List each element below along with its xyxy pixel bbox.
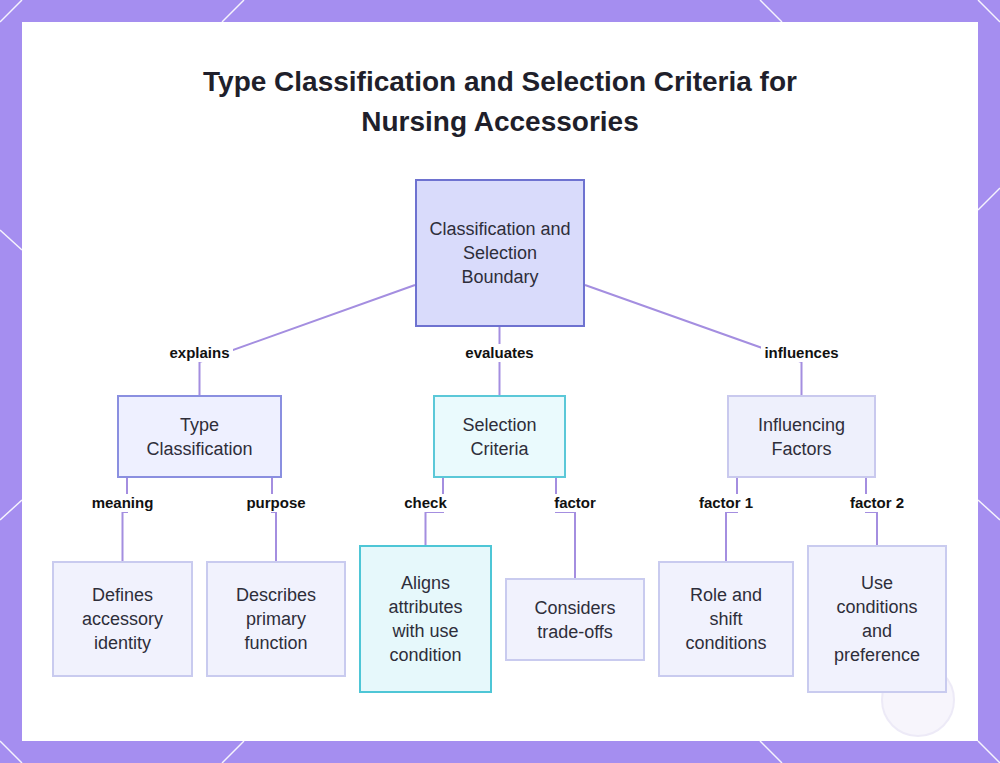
node-text: Considers trade-offs bbox=[519, 596, 631, 644]
connector-line bbox=[272, 478, 276, 561]
edge-label: influences bbox=[761, 344, 841, 362]
concept-box: Role and shift conditions bbox=[658, 561, 794, 677]
connector-line bbox=[200, 285, 416, 395]
concept-box: Type Classification bbox=[117, 395, 282, 478]
edge-label: explains bbox=[166, 344, 232, 362]
edge-label: meaning bbox=[89, 494, 157, 512]
node-text: Role and shift conditions bbox=[672, 583, 780, 655]
connector-line bbox=[726, 478, 737, 561]
concept-box: Considers trade-offs bbox=[505, 578, 645, 661]
edge-label: factor 1 bbox=[696, 494, 756, 512]
edge-label: evaluates bbox=[462, 344, 536, 362]
connector-line bbox=[123, 478, 128, 561]
node-text: Classification and Selection Boundary bbox=[429, 217, 571, 289]
concept-box: Describes primary function bbox=[206, 561, 346, 677]
node-text: Aligns attributes with use condition bbox=[373, 571, 478, 667]
edge-label: check bbox=[401, 494, 450, 512]
concept-box: Selection Criteria bbox=[433, 395, 566, 478]
concept-box: Defines accessory identity bbox=[52, 561, 193, 677]
node-text: Describes primary function bbox=[220, 583, 332, 655]
concept-box: Influencing Factors bbox=[727, 395, 876, 478]
node-text: Use conditions and preference bbox=[821, 571, 933, 667]
edge-label: factor 2 bbox=[847, 494, 907, 512]
connector-line bbox=[556, 478, 575, 578]
edge-label: purpose bbox=[243, 494, 308, 512]
node-text: Influencing Factors bbox=[741, 413, 862, 461]
edge-label: factor bbox=[551, 494, 599, 512]
node-text: Type Classification bbox=[131, 413, 268, 461]
concept-box: Use conditions and preference bbox=[807, 545, 947, 693]
node-text: Selection Criteria bbox=[447, 413, 552, 461]
connector-line bbox=[585, 285, 802, 395]
node-text: Defines accessory identity bbox=[66, 583, 179, 655]
diagram-title: Type Classification and Selection Criter… bbox=[150, 62, 850, 142]
concept-box: Classification and Selection Boundary bbox=[415, 179, 585, 327]
concept-box: Aligns attributes with use condition bbox=[359, 545, 492, 693]
